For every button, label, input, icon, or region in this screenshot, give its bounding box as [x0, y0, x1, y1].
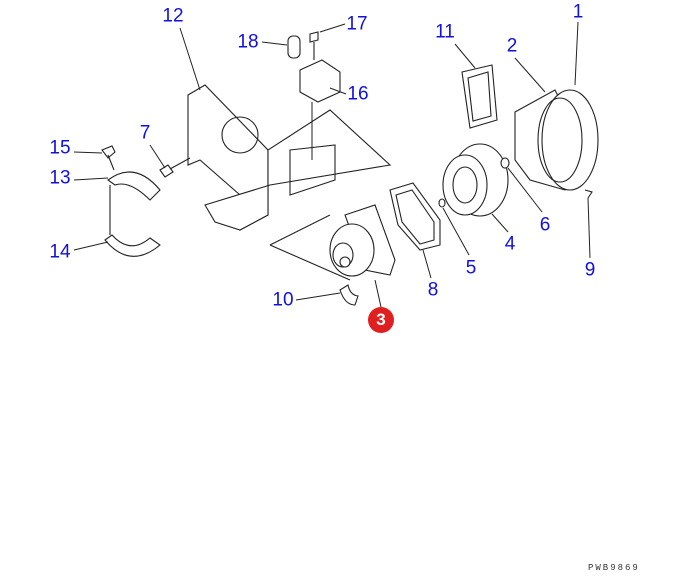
case-part — [514, 89, 599, 191]
callout-6[interactable]: 6 — [539, 214, 551, 236]
callout-2[interactable]: 2 — [506, 35, 518, 57]
callout-1[interactable]: 1 — [572, 1, 584, 23]
leader-lines — [73, 21, 591, 308]
bracket-part — [187, 84, 392, 231]
callout-12[interactable]: 12 — [162, 5, 184, 27]
hose-10 — [339, 284, 359, 306]
spacer-18 — [287, 35, 301, 59]
bolt-15 — [101, 145, 116, 171]
motor-part — [269, 204, 396, 281]
callout-7[interactable]: 7 — [139, 122, 151, 144]
nut-6 — [500, 157, 510, 169]
callout-10[interactable]: 10 — [272, 289, 294, 311]
callout-18[interactable]: 18 — [237, 31, 259, 53]
callout-3-highlighted[interactable]: 3 — [368, 307, 394, 333]
callout-5[interactable]: 5 — [465, 257, 477, 279]
nut-5 — [438, 198, 446, 208]
callout-11[interactable]: 11 — [435, 21, 455, 43]
callout-15[interactable]: 15 — [49, 137, 71, 159]
bolt-7 — [159, 157, 191, 178]
callout-16[interactable]: 16 — [347, 83, 369, 105]
resistor-16 — [299, 59, 341, 103]
screw-17 — [309, 31, 319, 60]
callout-14[interactable]: 14 — [49, 241, 71, 263]
clamp-part — [104, 171, 161, 257]
callout-4[interactable]: 4 — [504, 233, 516, 255]
clip-9 — [584, 189, 593, 199]
fan-part — [442, 143, 509, 217]
callout-17[interactable]: 17 — [346, 13, 368, 35]
callout-8[interactable]: 8 — [427, 279, 439, 301]
drawing-code: PWB9869 — [588, 563, 640, 573]
callout-13[interactable]: 13 — [49, 167, 71, 189]
gasket-8 — [389, 182, 441, 251]
callout-9[interactable]: 9 — [584, 259, 596, 281]
